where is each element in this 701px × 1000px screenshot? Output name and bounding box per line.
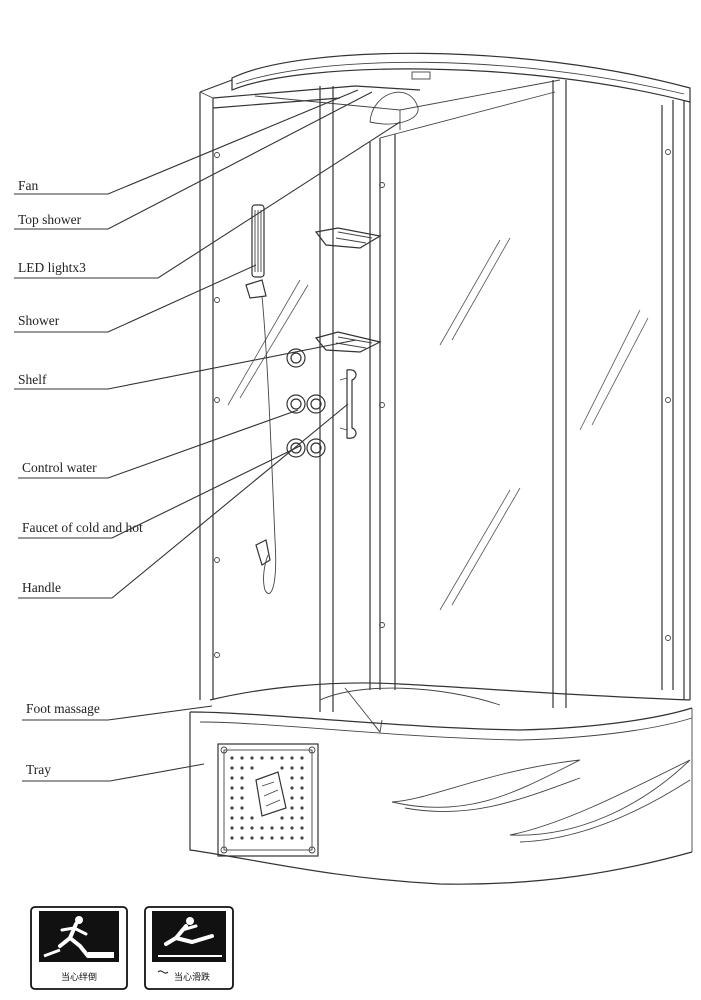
label-top-shower-text: Top shower xyxy=(18,212,82,227)
label-control-water: Control water xyxy=(18,409,299,479)
label-tray: Tray xyxy=(22,762,205,782)
label-control-water-text: Control water xyxy=(22,460,97,475)
warning-sign-slip-text: 当心滑跌 xyxy=(174,971,210,983)
label-foot-massage-text: Foot massage xyxy=(26,701,100,716)
label-shelf: Shelf xyxy=(14,339,357,390)
label-tray-text: Tray xyxy=(26,762,51,777)
label-led-lights-text: LED lightx3 xyxy=(18,260,86,275)
warning-sign-slip: 当心滑跌 xyxy=(144,906,234,990)
label-handle: Handle xyxy=(18,403,349,599)
warning-sign-trip-text: 当心绊倒 xyxy=(61,971,97,983)
label-handle-text: Handle xyxy=(22,580,61,595)
label-faucet-text: Faucet of cold and hot xyxy=(22,520,143,535)
label-shower-text: Shower xyxy=(18,313,60,328)
label-faucet: Faucet of cold and hot xyxy=(18,445,301,539)
label-shower: Shower xyxy=(14,264,257,333)
foot-massage-panel xyxy=(217,743,319,857)
warning-sign-trip: 当心绊倒 xyxy=(30,906,128,990)
label-foot-massage: Foot massage xyxy=(22,701,213,721)
label-fan: Fan xyxy=(14,89,359,195)
label-fan-text: Fan xyxy=(18,178,39,193)
label-shelf-text: Shelf xyxy=(18,372,47,387)
label-led-lights: LED lightx3 xyxy=(14,121,401,279)
shower-enclosure xyxy=(189,52,693,885)
label-top-shower: Top shower xyxy=(14,91,373,230)
